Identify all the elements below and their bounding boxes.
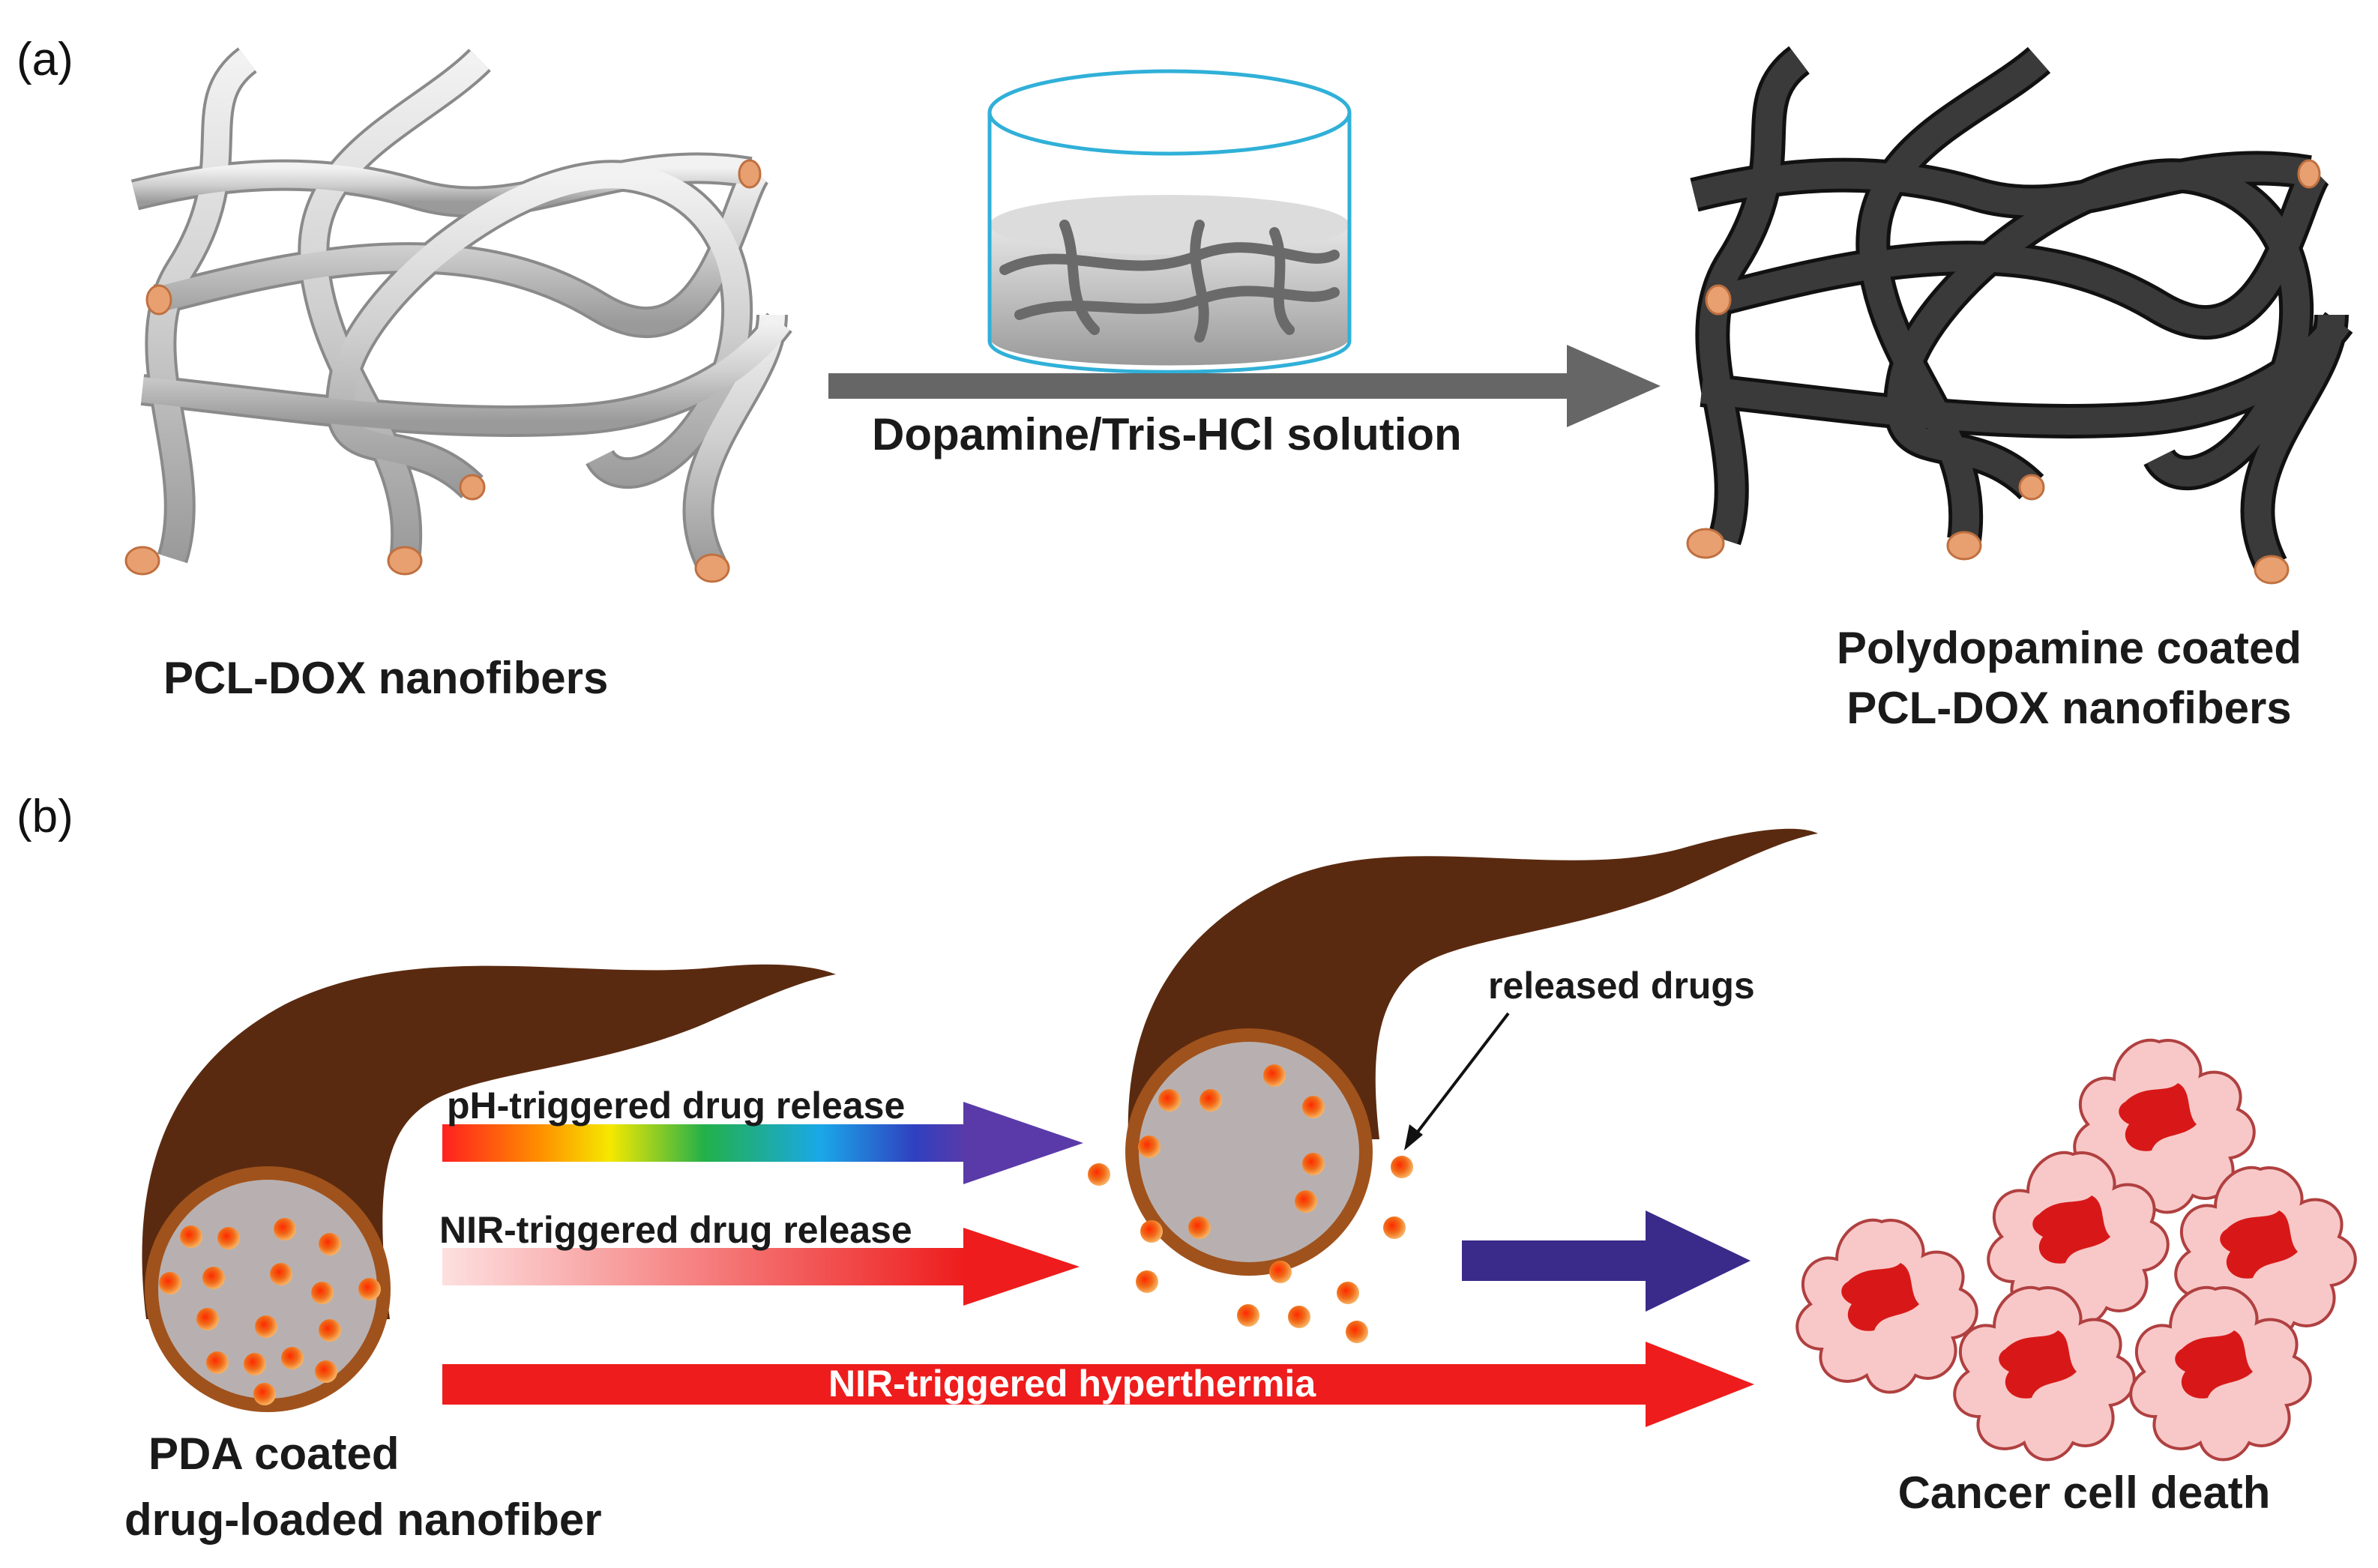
panel-b-label: (b) bbox=[16, 791, 73, 842]
nir-release-label: NIR-triggered drug release bbox=[439, 1209, 912, 1251]
released-drugs-pointer bbox=[1404, 1012, 1510, 1151]
fiber-caption-line2: drug-loaded nanofiber bbox=[124, 1495, 602, 1545]
outcome-label: Cancer cell death bbox=[1898, 1468, 2271, 1518]
outcome-arrow bbox=[1462, 1210, 1751, 1312]
releasing-fiber-icon bbox=[1125, 828, 1818, 1276]
right-network-caption-line2: PCL-DOX nanofibers bbox=[1846, 683, 2291, 733]
pda-fiber-icon bbox=[142, 964, 836, 1412]
drug-dots-middle bbox=[1088, 1064, 1413, 1343]
fiber-network-icon bbox=[124, 47, 792, 583]
coated-fiber-network-icon bbox=[1686, 46, 2353, 585]
right-network-caption-line1: Polydopamine coated bbox=[1837, 623, 2302, 673]
hyperthermia-arrow bbox=[442, 1342, 1754, 1427]
beaker-icon bbox=[987, 69, 1352, 374]
released-drugs-label: released drugs bbox=[1488, 965, 1755, 1007]
cancer-cell-icon bbox=[1795, 1038, 2357, 1462]
left-network-caption: PCL-DOX nanofibers bbox=[163, 653, 608, 703]
fiber-caption-line1: PDA coated bbox=[148, 1429, 400, 1479]
process-arrow-label: Dopamine/Tris-HCl solution bbox=[872, 409, 1462, 459]
hyperthermia-label: NIR-triggered hyperthermia bbox=[828, 1363, 1316, 1405]
nir-release-arrow bbox=[442, 1228, 1080, 1306]
process-arrow bbox=[828, 345, 1661, 427]
panel-a-label: (a) bbox=[16, 34, 73, 85]
ph-release-label: pH-triggered drug release bbox=[447, 1085, 905, 1127]
ph-release-arrow bbox=[442, 1102, 1083, 1184]
drug-dots-left bbox=[159, 1218, 381, 1405]
